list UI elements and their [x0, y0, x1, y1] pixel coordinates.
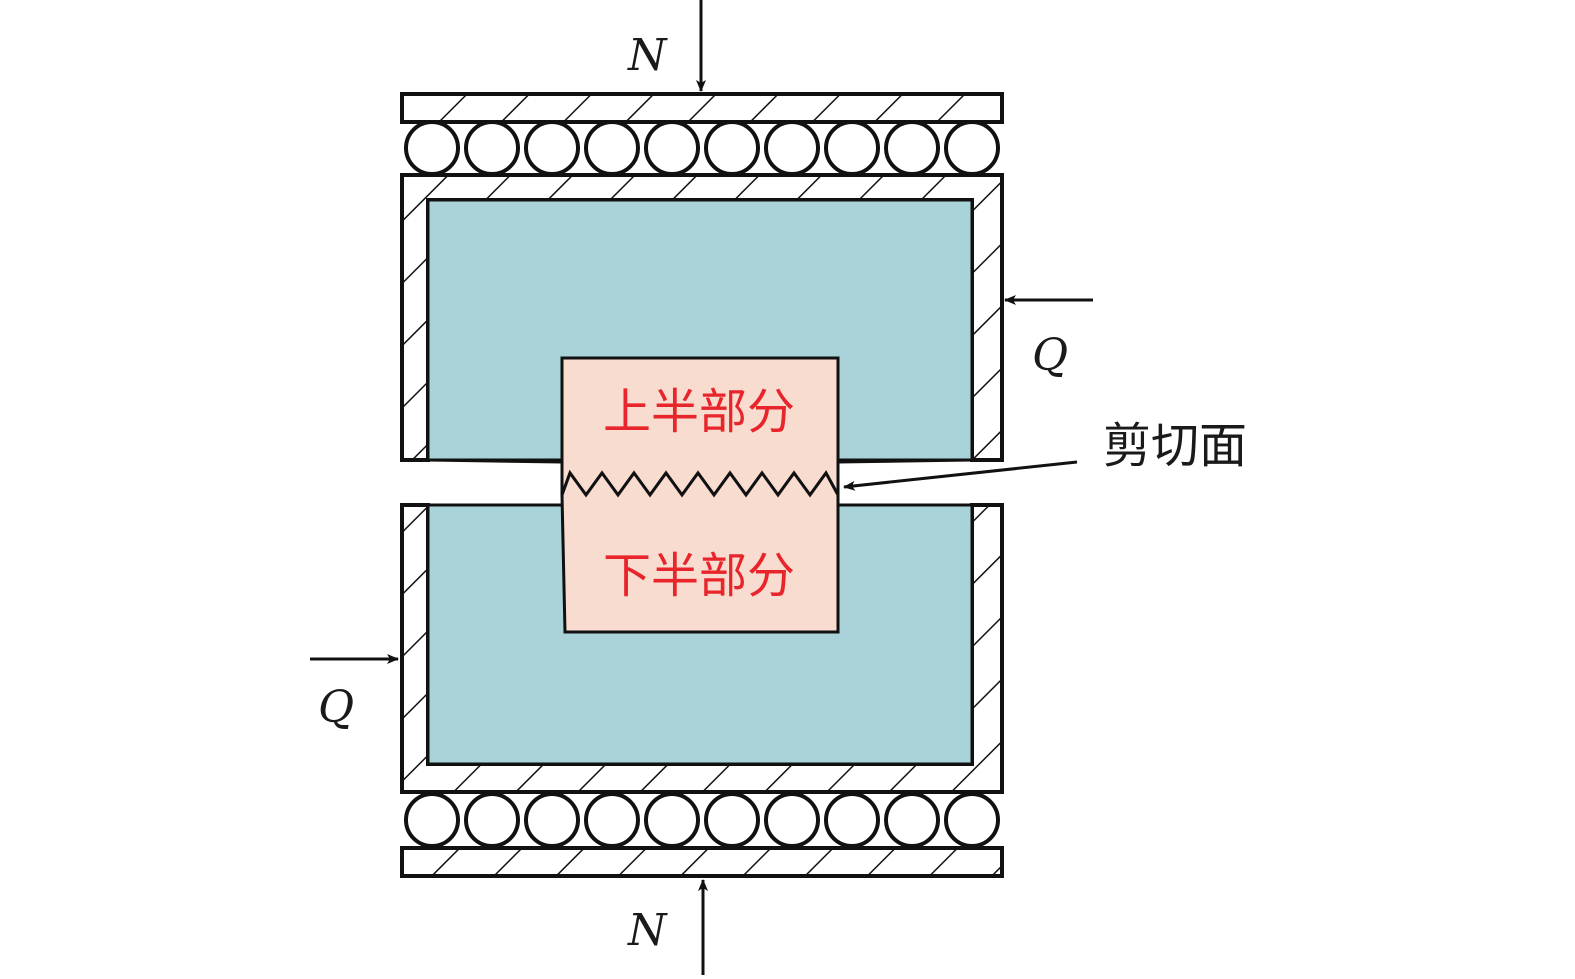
label-lower-half: 下半部分 — [603, 548, 795, 604]
gap-line-upper — [427, 458, 563, 464]
bottom-roller-9 — [884, 792, 940, 848]
top-roller-9 — [884, 120, 940, 176]
bottom-roller-5 — [644, 792, 700, 848]
bottom-rollers — [404, 792, 1000, 848]
bottom-roller-8 — [824, 792, 880, 848]
gap-line-upper-right — [837, 458, 973, 464]
top-roller-1 — [404, 120, 460, 176]
bottom-roller-4 — [584, 792, 640, 848]
top-roller-3 — [524, 120, 580, 176]
label-shear-plane: 剪切面 — [1103, 418, 1247, 474]
label-q-right: Q — [1032, 330, 1068, 381]
top-rollers — [404, 120, 1000, 176]
top-roller-5 — [644, 120, 700, 176]
label-n-bottom: N — [627, 905, 668, 956]
top-roller-7 — [764, 120, 820, 176]
top-roller-2 — [464, 120, 520, 176]
top-roller-6 — [704, 120, 760, 176]
top-roller-4 — [584, 120, 640, 176]
bottom-roller-2 — [464, 792, 520, 848]
bottom-roller-3 — [524, 792, 580, 848]
bottom-plate — [400, 846, 1004, 878]
label-upper-half: 上半部分 — [603, 384, 795, 440]
bottom-roller-1 — [404, 792, 460, 848]
label-n-top: N — [627, 30, 668, 81]
bottom-roller-10 — [944, 792, 1000, 848]
label-q-left: Q — [318, 682, 354, 733]
top-roller-10 — [944, 120, 1000, 176]
bottom-roller-6 — [704, 792, 760, 848]
arrow-shear-plane — [843, 460, 1078, 491]
top-roller-8 — [824, 120, 880, 176]
bottom-roller-7 — [764, 792, 820, 848]
specimen-lower-half — [560, 469, 840, 634]
top-plate — [400, 92, 1004, 124]
